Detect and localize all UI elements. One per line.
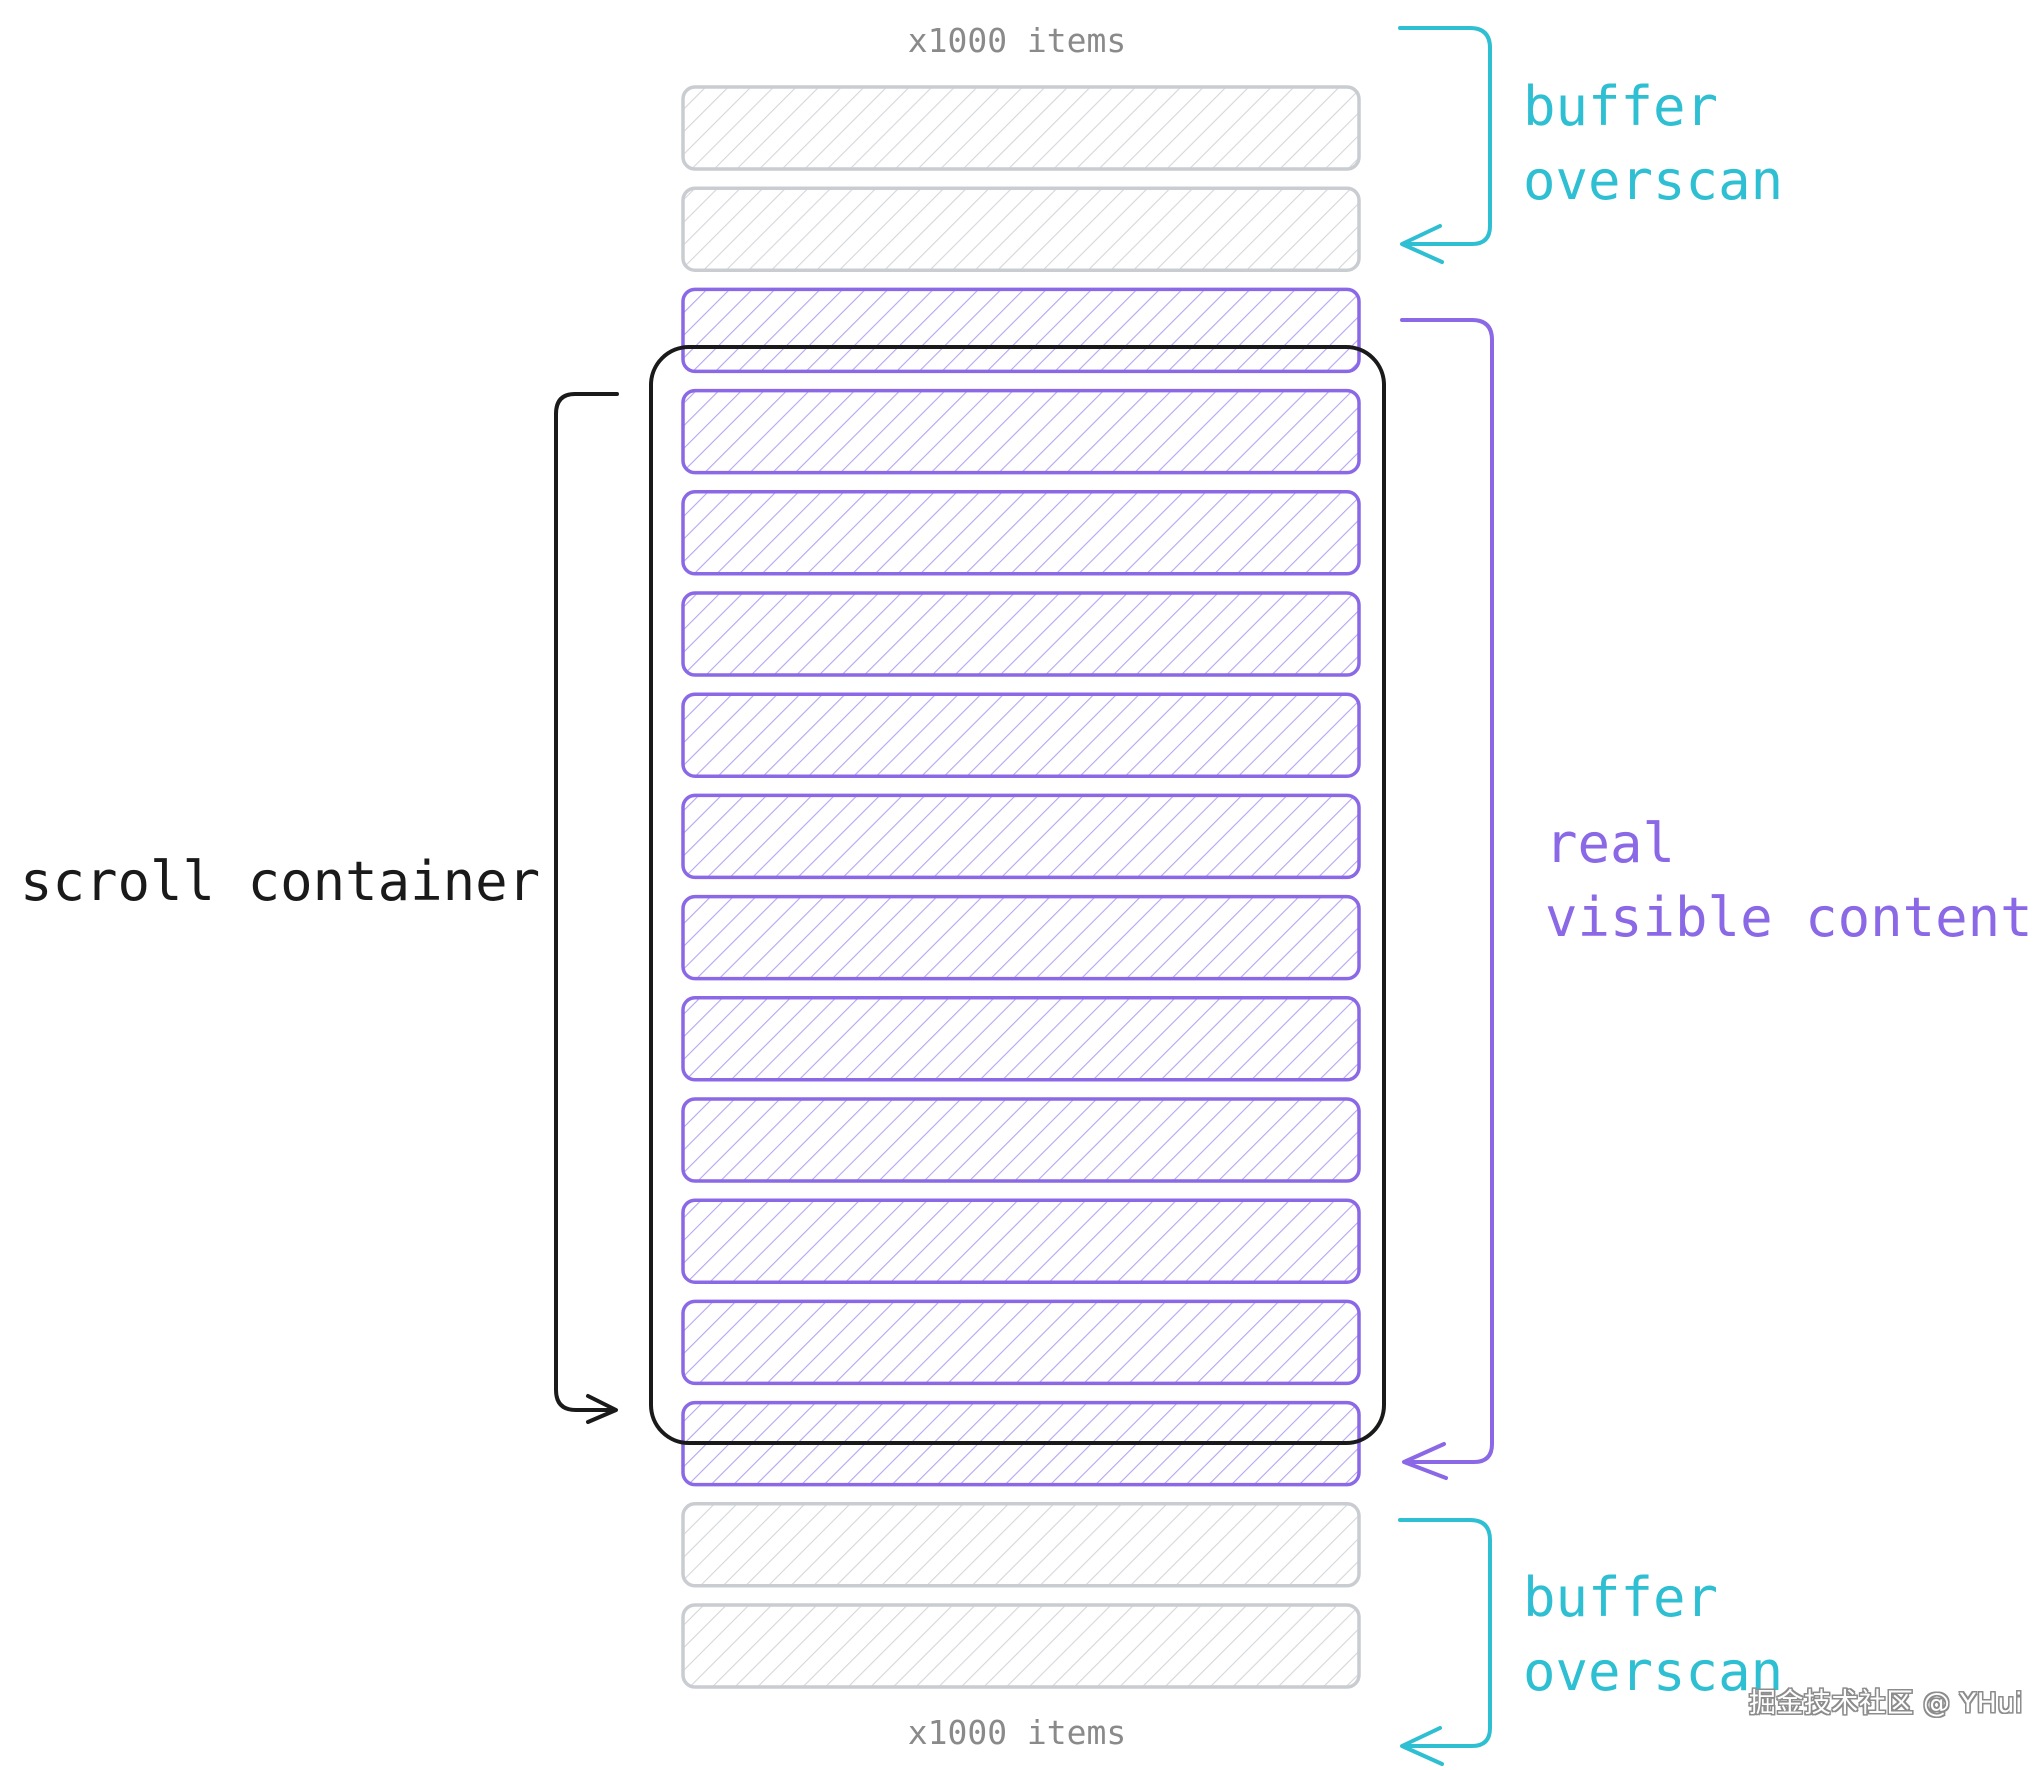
visible-list-item [681,1097,1361,1183]
visible-content-arrowhead-icon [1402,1442,1448,1480]
bottom-buffer-label-line2: overscan [1523,1640,1783,1703]
visible-list-item [681,894,1361,981]
scroll-container-bracket [554,392,619,1424]
list-items [681,85,1361,1689]
buffer-list-item [681,1502,1361,1588]
visible-list-item [681,1198,1361,1284]
visible-list-item [681,287,1361,374]
real-visible-label-line1: real [1545,812,1675,875]
visible-list-item [681,1299,1361,1386]
visible-list-item [681,388,1361,475]
watermark: 掘金技术社区 @ YHui [1748,1688,2023,1719]
buffer-list-item [681,186,1361,272]
bottom-buffer-arrowhead-icon [1400,1726,1444,1766]
top-buffer-label-line1: buffer [1523,75,1718,138]
visible-list-item [681,692,1361,778]
buffer-list-item [681,85,1361,171]
visible-list-item [681,996,1361,1082]
real-visible-label-line2: visible content [1545,886,2033,949]
bottom-item-count-label: x1000 items [908,1713,1127,1752]
top-item-count-label: x1000 items [908,21,1127,60]
visible-list-item [681,490,1361,576]
buffer-list-item [681,1603,1361,1689]
visible-list-item [681,793,1361,880]
top-buffer-arrowhead-icon [1400,224,1444,264]
bottom-buffer-bracket [1398,1518,1492,1766]
scroll-container-label: scroll container [20,850,540,913]
bottom-buffer-label-line1: buffer [1523,1566,1718,1629]
top-buffer-bracket [1398,26,1492,264]
scroll-container-frame [649,345,1386,1445]
visible-list-item [681,591,1361,677]
scroll-container-arrowhead-icon [586,1394,618,1424]
top-buffer-label-line2: overscan [1523,149,1783,212]
visible-content-bracket [1400,318,1494,1480]
